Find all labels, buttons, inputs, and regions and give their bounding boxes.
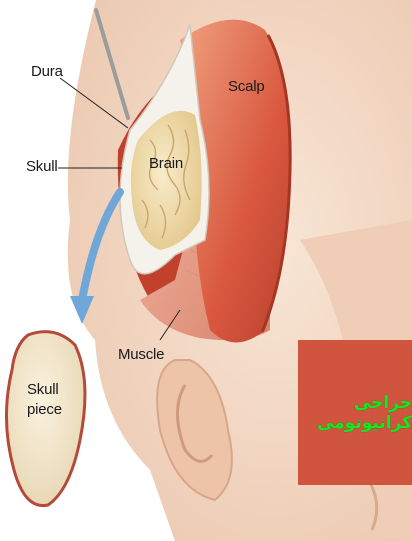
skull-piece — [6, 332, 85, 506]
label-scalp: Scalp — [228, 78, 265, 95]
procedure-banner: جراحی کرانیوتومی — [298, 340, 412, 485]
label-skull-piece-line1: Skull — [27, 381, 59, 398]
label-skull: Skull — [26, 158, 58, 175]
label-brain: Brain — [149, 155, 183, 172]
label-skull-piece-line2: piece — [27, 401, 62, 418]
label-dura: Dura — [31, 63, 63, 80]
label-muscle: Muscle — [118, 346, 164, 363]
banner-title: جراحی کرانیوتومی — [298, 393, 412, 433]
